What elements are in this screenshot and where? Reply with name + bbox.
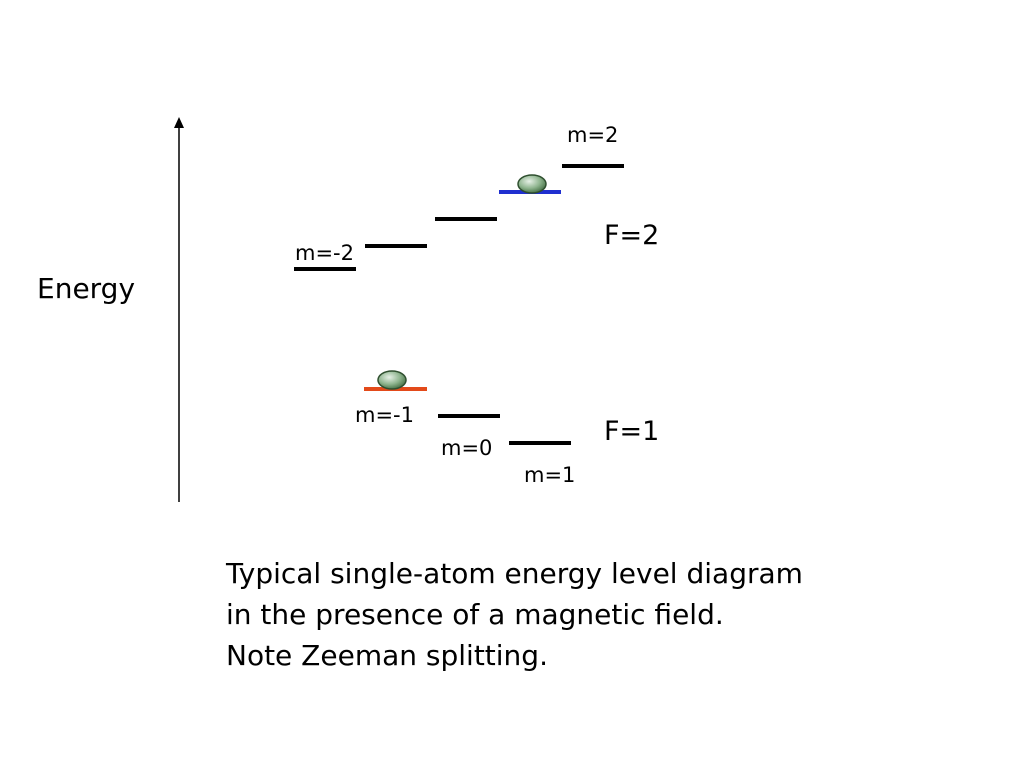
caption-line-1: Typical single-atom energy level diagram: [226, 557, 803, 590]
energy-axis-arrowhead: [174, 117, 184, 128]
state-label-f1-m0: m=0: [441, 436, 493, 460]
energy-axis-label: Energy: [37, 272, 136, 305]
state-label-f2-m2: m=2: [567, 123, 619, 147]
caption: Typical single-atom energy level diagram…: [226, 553, 803, 676]
atom-f1: [377, 370, 407, 390]
state-label-f2-m-neg2: m=-2: [295, 241, 354, 265]
manifold-label-f2: F=2: [604, 220, 660, 251]
manifold-label-f1: F=1: [604, 416, 660, 447]
state-label-f1-m1: m=1: [524, 463, 576, 487]
atom-f2: [517, 174, 547, 194]
caption-line-2: in the presence of a magnetic field.: [226, 598, 724, 631]
state-label-f1-m-neg1: m=-1: [355, 403, 414, 427]
caption-line-3: Note Zeeman splitting.: [226, 639, 548, 672]
